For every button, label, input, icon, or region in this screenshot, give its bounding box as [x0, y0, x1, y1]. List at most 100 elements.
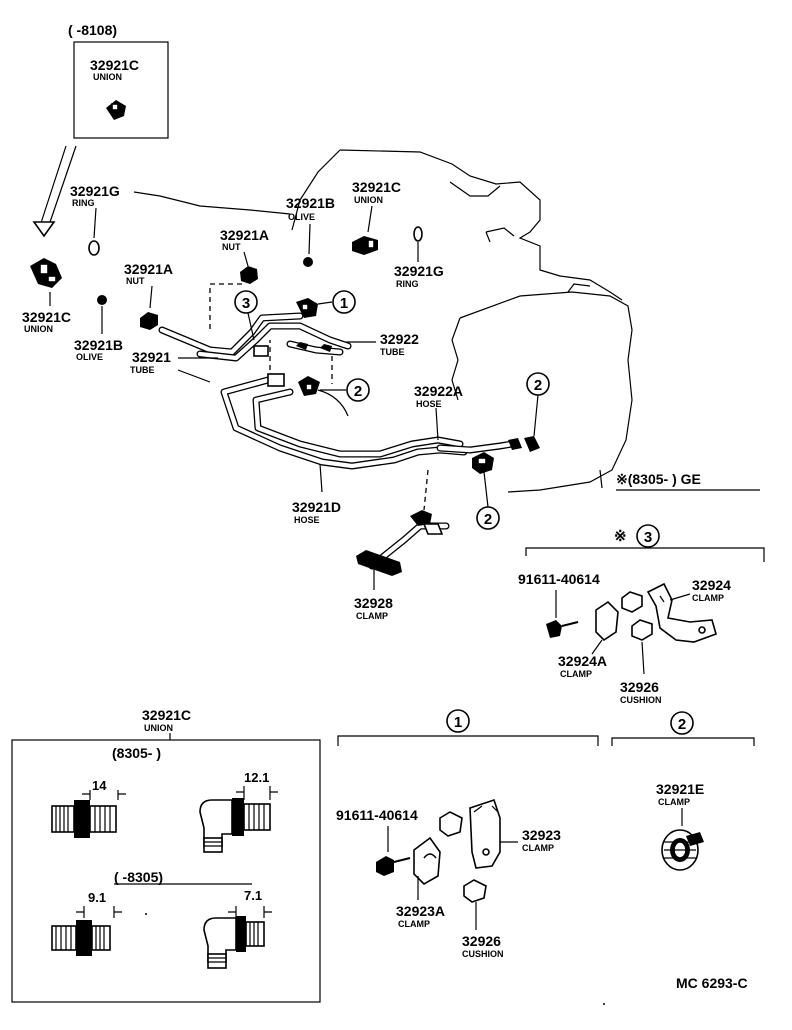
leader-line — [367, 205, 373, 233]
svg-text:CUSHION: CUSHION — [620, 695, 662, 705]
early-box-name: UNION — [93, 72, 122, 82]
dimension-line — [228, 906, 272, 918]
svg-text:UNION: UNION — [24, 324, 53, 334]
svg-text:TUBE: TUBE — [130, 365, 155, 375]
svg-text:32921D: 32921D — [292, 499, 341, 515]
svg-text:OLIVE: OLIVE — [288, 212, 315, 222]
clamp-bracket-icon — [356, 550, 402, 576]
leader-line — [435, 407, 439, 441]
part-32921G-ring-a: 32921G RING — [70, 183, 291, 256]
dimension-line — [76, 906, 122, 918]
svg-text:32922: 32922 — [380, 331, 419, 347]
callout-2-b: 2 — [526, 372, 550, 437]
svg-text:32923: 32923 — [522, 827, 561, 843]
tube-32921 — [158, 312, 352, 362]
arrow-head-icon — [32, 221, 56, 238]
hose-clamp-icon — [661, 829, 704, 871]
straight-union-icon — [51, 920, 111, 956]
clamp-icon — [595, 600, 619, 642]
group-3-mark: ※ — [614, 528, 627, 545]
leader-line — [133, 191, 291, 215]
svg-text:TUBE: TUBE — [380, 347, 405, 357]
svg-text:CLAMP: CLAMP — [398, 919, 430, 929]
nut-icon — [140, 312, 158, 330]
leader-line — [319, 463, 323, 493]
svg-text:32921C: 32921C — [352, 179, 401, 195]
svg-text:HOSE: HOSE — [416, 399, 442, 409]
union-elbow-icon — [30, 258, 62, 288]
fitting-clamp-icon — [472, 452, 494, 474]
part-32928-clamp: 32928 CLAMP — [354, 510, 450, 621]
elbow-union-icon — [203, 916, 265, 969]
svg-text:UNION: UNION — [354, 195, 383, 205]
leader-line — [149, 285, 153, 309]
bolt-icon — [376, 856, 411, 876]
group-3-detail: ※ 3 91611-40614 32924 CLAMP 32924A CLAMP… — [518, 524, 765, 705]
group-1-bolt-no: 91611-40614 — [336, 807, 418, 823]
group-1-detail: 1 91611-40614 32923 CLAMP 32923A CLAMP 3… — [336, 709, 599, 959]
callout-2-a: 2 — [320, 378, 370, 402]
engine-outline — [291, 149, 623, 301]
svg-text:3: 3 — [242, 295, 250, 312]
leader-line — [308, 223, 311, 255]
svg-text:32921B: 32921B — [286, 195, 335, 211]
svg-text:32924: 32924 — [692, 577, 731, 593]
svg-text:32923A: 32923A — [396, 903, 445, 919]
group-1-bracket — [337, 735, 599, 746]
callout-3: 3 — [234, 290, 258, 341]
leader-line — [177, 357, 218, 383]
part-32921G-ring-b: 32921G RING — [394, 226, 444, 289]
tube-fitting-icon — [253, 345, 269, 357]
group-2-detail: 2 32921E CLAMP — [611, 711, 755, 871]
dimension-line — [236, 786, 278, 800]
svg-text:NUT: NUT — [126, 276, 145, 286]
ge-note: ※(8305- ) GE — [616, 471, 701, 487]
svg-text:32921C: 32921C — [142, 707, 191, 723]
early-range: ( -8305) — [114, 869, 163, 885]
dim-7-1: 7.1 — [244, 888, 262, 903]
svg-text:CLAMP: CLAMP — [356, 611, 388, 621]
group-3-circle — [636, 524, 660, 548]
svg-text:32921G: 32921G — [70, 183, 120, 199]
dimension-line — [82, 790, 126, 800]
group-2-bracket — [611, 737, 755, 746]
svg-text:2: 2 — [534, 377, 542, 394]
leader-line — [93, 207, 97, 239]
late-range: (8305- ) — [112, 745, 161, 761]
svg-text:NUT: NUT — [222, 242, 241, 252]
svg-text:32921: 32921 — [132, 349, 171, 365]
dashed-leader — [209, 283, 242, 330]
union-detail-box: 32921C UNION (8305- ) 14 12.1 ( -8305 — [11, 707, 321, 1003]
bolt-icon — [546, 620, 579, 638]
diagram-code: MC 6293-C — [676, 975, 748, 991]
svg-text:1: 1 — [340, 295, 348, 312]
hose-fitting-icon — [267, 373, 285, 387]
cushion-icon — [439, 811, 487, 903]
svg-text:UNION: UNION — [144, 723, 173, 733]
hose-32922A — [436, 438, 522, 454]
svg-text:32921A: 32921A — [124, 261, 173, 277]
svg-text:32928: 32928 — [354, 595, 393, 611]
callout-1: 1 — [317, 290, 356, 314]
part-32922A-hose: 32922A HOSE — [414, 383, 463, 441]
part-32921B-olive-a: 32921B OLIVE — [286, 195, 335, 267]
elbow-union-icon — [199, 798, 271, 853]
svg-text:CLAMP: CLAMP — [522, 843, 554, 853]
svg-text:RING: RING — [396, 279, 419, 289]
svg-text:HOSE: HOSE — [294, 515, 320, 525]
olive-icon — [97, 295, 107, 305]
dashed-leader — [423, 469, 429, 511]
fitting-clamp-icon — [298, 376, 349, 417]
svg-text:32921E: 32921E — [656, 781, 704, 797]
early-union-box: ( -8108) 32921C UNION — [32, 22, 169, 238]
svg-text:CLAMP: CLAMP — [560, 669, 592, 679]
leader-line — [641, 641, 645, 675]
svg-text:CUSHION: CUSHION — [462, 949, 504, 959]
leader-line — [669, 593, 691, 601]
dim-14: 14 — [92, 778, 107, 793]
part-32921D-hose: 32921D HOSE — [292, 463, 341, 525]
bracket-clamp-icon — [646, 582, 717, 643]
group-3-bolt-no: 91611-40614 — [518, 571, 600, 587]
union-fitting-icon — [352, 236, 378, 255]
